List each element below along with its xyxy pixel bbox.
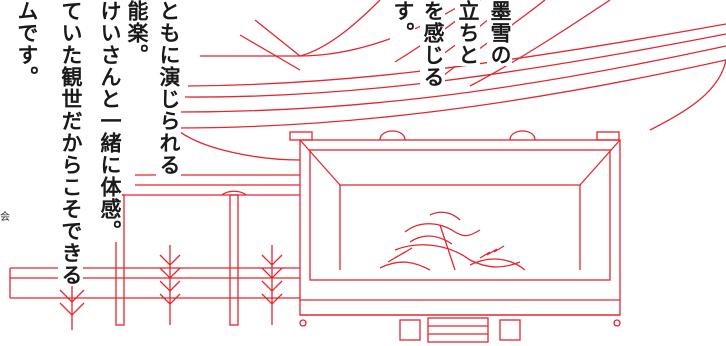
small-pine xyxy=(261,245,283,325)
roof-upper xyxy=(200,0,471,57)
roof-upper xyxy=(469,0,611,87)
text-column-6: す。 xyxy=(390,0,415,44)
roof-curve xyxy=(187,23,726,87)
roof-curve xyxy=(179,45,726,113)
text-column-9: 墨雪の xyxy=(487,0,512,66)
text-column-5: ともに演じられる xyxy=(156,0,181,176)
roof-curve xyxy=(174,59,726,129)
text-column-4: 能楽。 xyxy=(124,0,149,66)
stage-outer xyxy=(299,139,621,316)
small-pine xyxy=(159,245,181,325)
roof-upper xyxy=(299,0,381,57)
roof-edge xyxy=(649,59,726,131)
text-column-1: ムです。 xyxy=(14,0,39,88)
roof-curve xyxy=(184,33,726,98)
text-column-8: 立ちと xyxy=(455,0,480,66)
text-column-3: けいさんと一緒に体感。 xyxy=(97,0,122,242)
small-label: 会 xyxy=(0,212,10,223)
small-pine xyxy=(59,280,85,330)
pine-painting xyxy=(379,211,526,271)
roof-edge xyxy=(174,127,301,161)
stage-inner xyxy=(309,149,611,281)
text-column-7: を感じる xyxy=(420,0,445,88)
text-column-2: ていた観世だからこそできる xyxy=(58,0,83,286)
